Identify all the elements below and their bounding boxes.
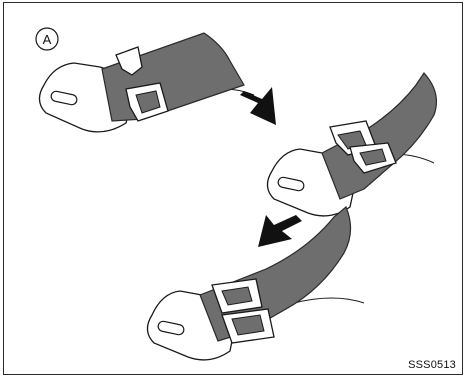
step-2-belt (266, 72, 437, 217)
step-2-strap (321, 72, 437, 200)
diagram-frame: A (3, 2, 463, 375)
step-3-belt (146, 206, 365, 361)
step-3-webbing-line (293, 297, 365, 304)
step-3-tongue-slot (157, 320, 185, 336)
arrow-down-right-icon (240, 87, 276, 125)
step-2-latch-inner (359, 148, 387, 166)
step-label-circle (35, 27, 59, 51)
step-1-tongue-slot (50, 90, 78, 106)
figure-code: SSS0513 (408, 359, 456, 371)
step-3-latch-top-inner (221, 286, 253, 306)
step-1-belt (38, 32, 255, 133)
seat-belt-illustration: A (35, 27, 437, 361)
step-1-latch-top (115, 46, 143, 76)
step-1-latch-inner (135, 90, 161, 114)
step-1-strap (101, 32, 245, 122)
step-label-a: A (35, 27, 59, 51)
step-2-tongue-slot (277, 176, 305, 192)
step-3-latch-inner (231, 314, 265, 336)
step-label-text: A (43, 32, 52, 47)
arrow-down-left-icon (258, 215, 302, 247)
